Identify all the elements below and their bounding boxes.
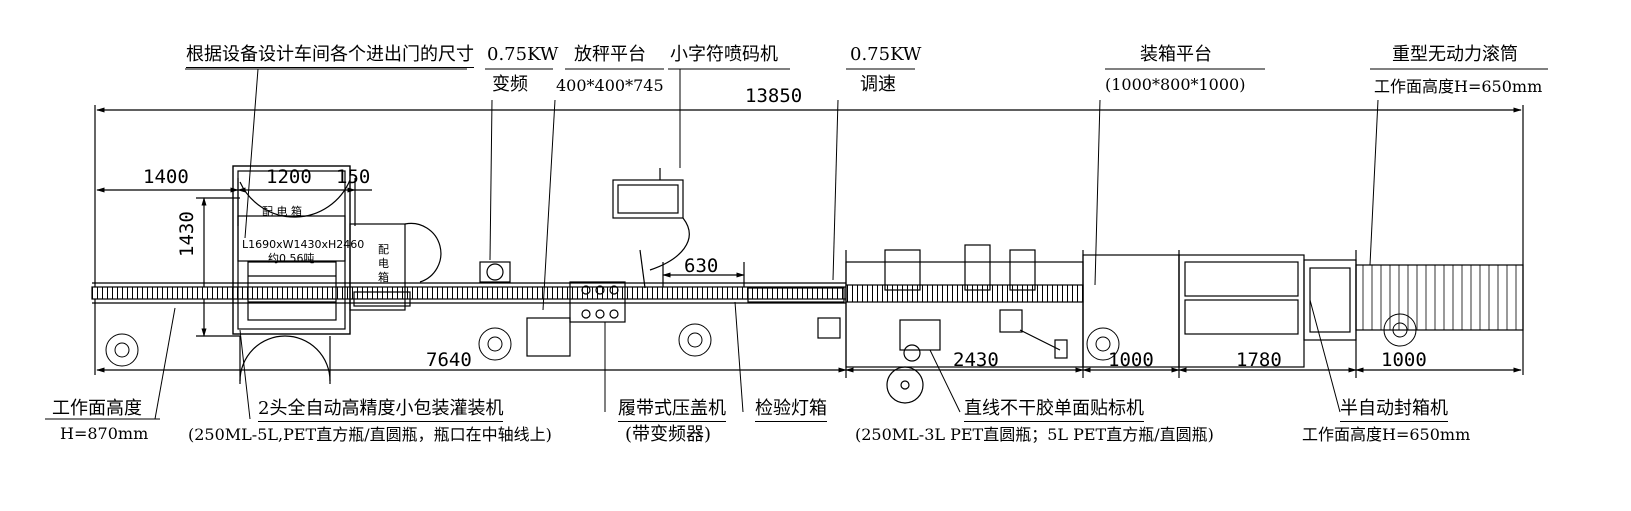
dim-1780: 1780 <box>1236 349 1282 371</box>
packing-platform-label: 装箱平台 <box>1140 44 1212 65</box>
dim-1400: 1400 <box>143 166 189 188</box>
weigh-platform-size: 400*400*745 <box>556 76 664 95</box>
labeler-spec: (250ML-3L PET直圆瓶；5L PET直方瓶/直圆瓶) <box>855 425 1214 444</box>
dim-630: 630 <box>684 255 719 277</box>
inkjet-printer-label: 小字符喷码机 <box>670 44 778 65</box>
packing-platform-size: (1000*800*1000) <box>1105 75 1246 94</box>
motor1-power-label: 0.75KW <box>487 44 559 65</box>
dim-1000-packing: 1000 <box>1108 349 1154 371</box>
dim-1430: 1430 <box>176 211 198 257</box>
motor1-mode-label: 变频 <box>492 74 528 95</box>
cabinet-size: L1690xW1430xH2460 <box>242 238 365 251</box>
dim-total-length: 13850 <box>745 85 803 107</box>
motor2-power-label: 0.75KW <box>850 44 922 65</box>
light-box-label: 检验灯箱 <box>755 399 827 422</box>
dim-1000-roller: 1000 <box>1381 349 1427 371</box>
sealer-height-label: 工作面高度H=650mm <box>1302 425 1471 444</box>
filler-name: 2头全自动高精度小包装灌装机 <box>258 399 504 422</box>
dim-7640: 7640 <box>426 349 472 371</box>
motor2-mode-label: 调速 <box>860 74 896 95</box>
filler-spec: (250ML-5L,PET直方瓶/直圆瓶，瓶口在中轴线上) <box>188 425 552 444</box>
carton-sealer-name: 半自动封箱机 <box>1340 399 1448 422</box>
cabinet-weight: 约0.56吨 <box>268 252 315 265</box>
side-cabinet-label: 配电箱 <box>378 243 389 284</box>
labeler-name: 直线不干胶单面贴标机 <box>964 399 1144 422</box>
door-size-note: 根据设备设计车间各个进出门的尺寸 <box>186 45 474 68</box>
capper-note: (带变频器) <box>625 424 712 445</box>
dim-2430: 2430 <box>953 349 999 371</box>
dim-1200: 1200 <box>266 166 312 188</box>
roller-conveyor-label: 重型无动力滚筒 <box>1392 44 1518 65</box>
capper-name: 履带式压盖机 <box>618 399 726 422</box>
weigh-platform-label: 放秤平台 <box>574 44 646 65</box>
dim-150: 150 <box>336 166 371 188</box>
cabinet-title: 配 电 箱 <box>262 205 302 218</box>
work-height-value: H=870mm <box>60 424 149 443</box>
work-height-label: 工作面高度 <box>52 398 142 419</box>
roller-height-label: 工作面高度H=650mm <box>1374 77 1543 96</box>
